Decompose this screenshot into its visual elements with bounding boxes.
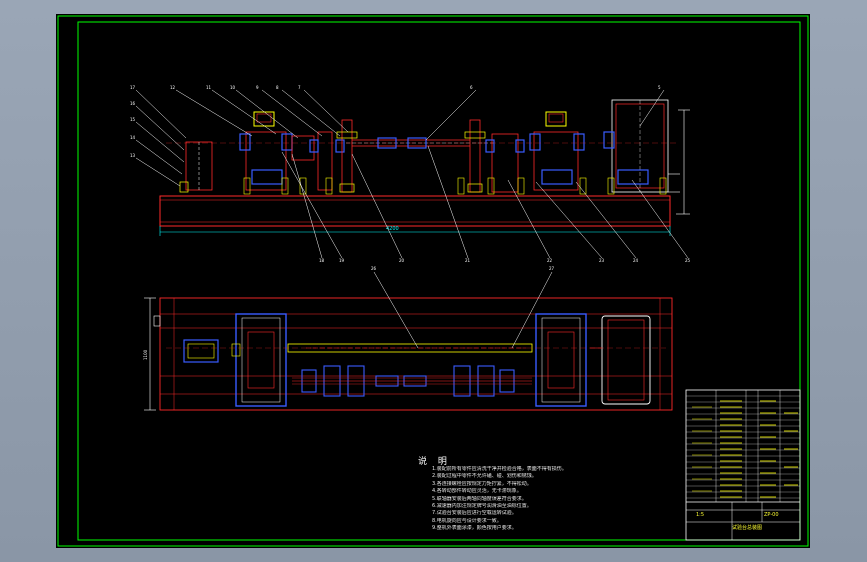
base-frame [159,195,671,227]
title-block-drawing-no: ZP-00 [764,512,779,518]
note-item: 3.各连接螺栓应按规定力矩拧紧，不得松动。 [432,480,532,487]
balloon-label: 13 [130,153,136,158]
balloon-label: 24 [633,258,639,263]
note-item: 2.装配过程中零件不允许磕、碰、划伤和锈蚀。 [432,473,537,480]
note-item: 1.装配前所有零件应清洗干净并检验合格，表面不得有损伤。 [432,466,567,472]
balloon-label: 26 [371,266,377,271]
balloon-label: 19 [339,258,345,263]
balloon-label: 25 [685,258,691,263]
balloon-label: 10 [230,85,236,90]
plan-view: 1100 [143,297,673,411]
balloon-label: 17 [130,85,136,90]
plan-base [159,297,673,411]
balloon-label: 11 [206,85,212,90]
title-block-name: 试验台总装图 [732,525,763,531]
balloon-label: 23 [599,258,605,263]
note-item: 7.试验台安装后应进行空载运转试验。 [432,510,517,517]
balloon-label: 16 [130,101,136,106]
leader-lines-plan [373,271,553,349]
balloon-label: 8 [276,85,279,90]
drawing-viewport[interactable]: 4200 [56,14,810,548]
balloon-label: 9 [256,85,259,90]
plan-motor [601,315,651,405]
title-block-scale: 1:5 [696,512,705,518]
balloon-label: 14 [130,135,136,140]
balloon-label: 12 [170,85,176,90]
balloon-labels-top: 17 16 15 14 13 12 11 10 9 8 7 6 5 18 19 20 21 22 23 24 25 26 2… [130,85,691,271]
leader-lines-top [135,89,689,259]
front-view: 4200 [159,99,690,236]
balloon-label: 27 [549,266,555,271]
balloon-label: 21 [465,258,471,263]
width-dim-text: 1100 [143,349,148,360]
balloon-label: 6 [470,85,473,90]
inner-frame [77,21,801,541]
notes-heading: 说 明 [418,457,451,467]
note-item: 9.整机外表面涂漆，颜色按用户要求。 [432,525,517,532]
balloon-label: 5 [658,85,661,90]
balloon-label: 20 [399,258,405,263]
note-item: 8.电机旋向应与设计要求一致。 [432,517,502,524]
balloon-label: 7 [298,85,301,90]
balloon-label: 22 [547,258,553,263]
note-item: 6.减速器内加注规定牌号润滑油至油标位置。 [432,503,532,510]
overall-dim-text: 4200 [386,226,399,232]
technical-notes: 1.装配前所有零件应清洗干净并检验合格，表面不得有损伤。2.装配过程中零件不允许… [432,466,602,533]
cad-drawing: 4200 [57,15,809,547]
note-item: 5.联轴器安装后两轴同轴度误差符合要求。 [432,495,527,502]
title-block [685,389,801,541]
note-item: 4.各转动部件转动应灵活，无卡滞现象。 [432,488,522,495]
balloon-label: 18 [319,258,325,263]
outer-frame [57,15,809,547]
balloon-label: 15 [130,117,136,122]
